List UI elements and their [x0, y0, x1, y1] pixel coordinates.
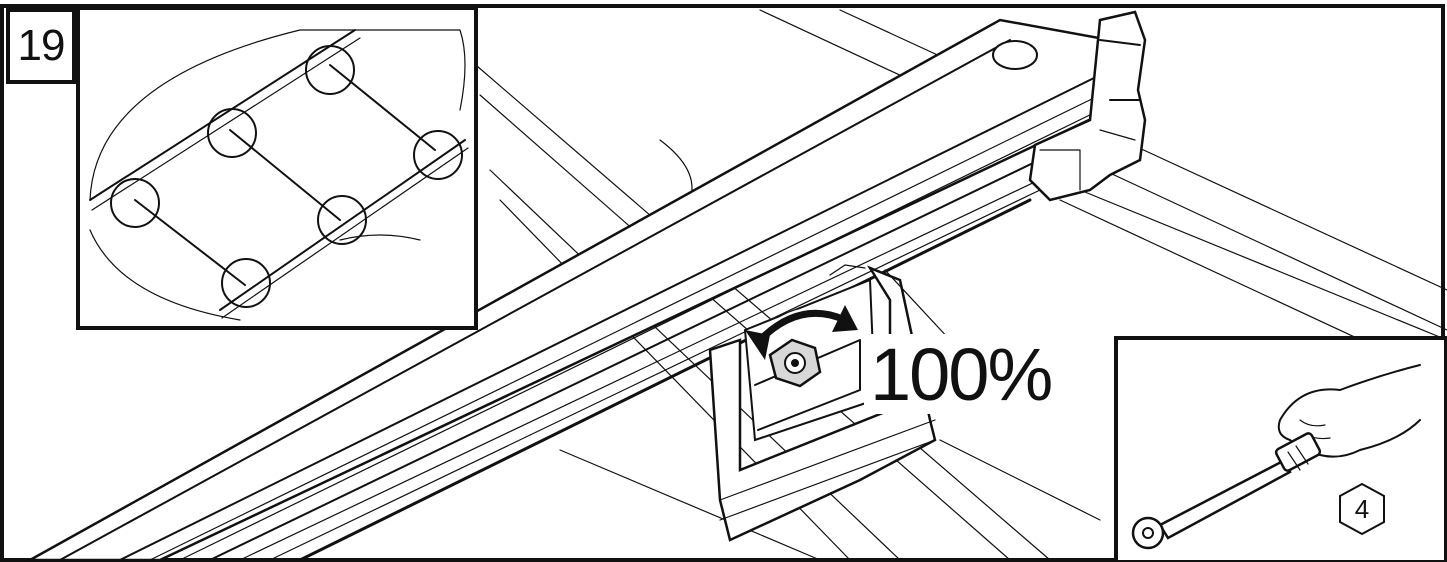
- step-badge: 19: [6, 8, 76, 84]
- inset-tool: 4: [1114, 336, 1447, 562]
- rotation-arrow-icon: [745, 305, 858, 360]
- hex-key-icon: 4: [1339, 482, 1385, 536]
- rail-foot-cap: [1028, 10, 1147, 202]
- torque-percentage: 100%: [864, 334, 1056, 414]
- ratchet-wrench-icon: [1131, 432, 1322, 550]
- tool-size-label: 4: [1355, 494, 1369, 524]
- mount-highlight-circle: [110, 45, 463, 308]
- roof-crossbar: [25, 18, 1112, 562]
- step-number: 19: [17, 21, 66, 70]
- inset-rail-overview: [76, 6, 478, 330]
- bolt-nut: [768, 338, 822, 388]
